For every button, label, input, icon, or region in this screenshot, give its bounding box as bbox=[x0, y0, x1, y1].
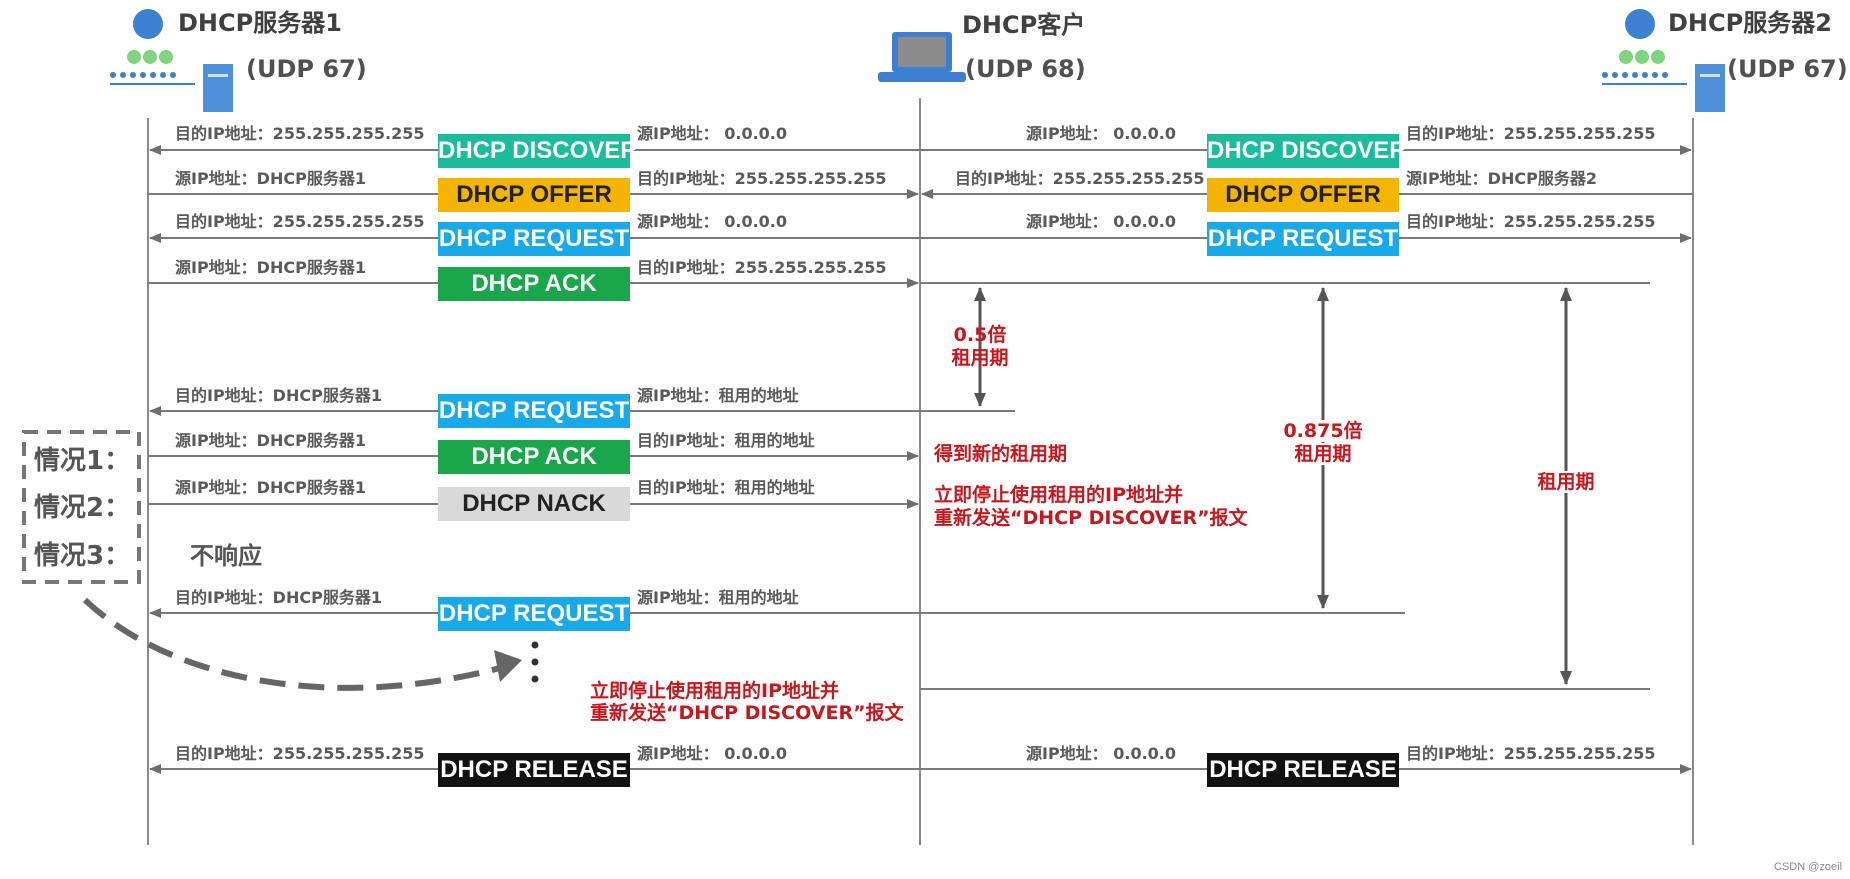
laptop-icon bbox=[878, 32, 966, 82]
credit-text: CSDN @zoeil bbox=[1774, 861, 1843, 873]
dst-leased-label: 目的IP地址：租用的地址 bbox=[637, 478, 815, 497]
server1-network-icon bbox=[110, 9, 233, 112]
ack-message: DHCP ACK bbox=[438, 267, 630, 301]
case3-curved-arrow bbox=[82, 597, 501, 691]
src-leased-label: 源IP地址：租用的地址 bbox=[637, 588, 799, 607]
request-message: DHCP REQUEST bbox=[1207, 222, 1399, 256]
server1-title: DHCP服务器1 bbox=[178, 9, 342, 37]
stop-note-line1: 立即停止使用租用的IP地址并 bbox=[934, 484, 1183, 506]
server2-title: DHCP服务器2 bbox=[1668, 9, 1832, 37]
dst-broadcast-label: 目的IP地址：255.255.255.255 bbox=[175, 124, 425, 143]
offer-message: DHCP OFFER bbox=[438, 178, 630, 212]
case3-label: 情况3： bbox=[34, 541, 131, 571]
server1-port: (UDP 67) bbox=[246, 55, 367, 83]
dst-server1-label: 目的IP地址：DHCP服务器1 bbox=[175, 588, 382, 607]
dst-broadcast-label: 目的IP地址：255.255.255.255 bbox=[955, 169, 1205, 188]
src-server1-label: 源IP地址：DHCP服务器1 bbox=[175, 478, 366, 497]
client-port: (UDP 68) bbox=[965, 55, 1086, 83]
dst-broadcast-label: 目的IP地址：255.255.255.255 bbox=[175, 744, 425, 763]
dst-server1-label: 目的IP地址：DHCP服务器1 bbox=[175, 386, 382, 405]
server2-network-icon bbox=[1602, 9, 1725, 112]
new-lease-note: 得到新的租用期 bbox=[934, 443, 1068, 465]
src-zero-label: 源IP地址： 0.0.0.0 bbox=[637, 124, 788, 143]
rebind-request-message: DHCP REQUEST bbox=[438, 597, 630, 631]
src-server1-label: 源IP地址：DHCP服务器1 bbox=[175, 258, 366, 277]
src-leased-label: 源IP地址：租用的地址 bbox=[637, 386, 799, 405]
src-server2-label: 源IP地址：DHCP服务器2 bbox=[1406, 169, 1597, 188]
wait-dot bbox=[531, 658, 539, 666]
stop2-note-line2: 重新发送“DHCP DISCOVER”报文 bbox=[590, 702, 904, 724]
src-zero-label: 源IP地址： 0.0.0.0 bbox=[1026, 124, 1177, 143]
t875-label-1: 0.875倍 bbox=[1268, 420, 1378, 442]
stop2-note-line1: 立即停止使用租用的IP地址并 bbox=[590, 680, 839, 702]
full-lease-label: 租用期 bbox=[1521, 471, 1611, 493]
dst-broadcast-label: 目的IP地址：255.255.255.255 bbox=[175, 212, 425, 231]
half-lease-label-2: 租用期 bbox=[951, 347, 1009, 369]
src-zero-label: 源IP地址： 0.0.0.0 bbox=[1026, 744, 1177, 763]
src-zero-label: 源IP地址： 0.0.0.0 bbox=[1026, 212, 1177, 231]
wait-dot bbox=[531, 675, 539, 683]
src-zero-label: 源IP地址： 0.0.0.0 bbox=[637, 212, 788, 231]
src-server1-label: 源IP地址：DHCP服务器1 bbox=[175, 169, 366, 188]
dst-broadcast-label: 目的IP地址：255.255.255.255 bbox=[637, 258, 887, 277]
dst-broadcast-label: 目的IP地址：255.255.255.255 bbox=[637, 169, 887, 188]
case2-label: 情况2： bbox=[34, 493, 131, 523]
half-lease-label-1: 0.5倍 bbox=[953, 324, 1007, 346]
offer-message: DHCP OFFER bbox=[1207, 178, 1399, 212]
request-message: DHCP REQUEST bbox=[438, 222, 630, 256]
renew-request-message: DHCP REQUEST bbox=[438, 394, 630, 428]
client-title: DHCP客户 bbox=[962, 11, 1086, 39]
release-message: DHCP RELEASE bbox=[1207, 753, 1399, 787]
server2-port: (UDP 67) bbox=[1727, 55, 1848, 83]
case2-nack-message: DHCP NACK bbox=[438, 487, 630, 521]
wait-dot bbox=[531, 641, 539, 649]
no-response-label: 不响应 bbox=[190, 542, 262, 570]
discover-message: DHCP DISCOVER bbox=[1207, 134, 1407, 168]
dst-leased-label: 目的IP地址：租用的地址 bbox=[637, 431, 815, 450]
src-server1-label: 源IP地址：DHCP服务器1 bbox=[175, 431, 366, 450]
case1-ack-message: DHCP ACK bbox=[438, 440, 630, 474]
src-zero-label: 源IP地址： 0.0.0.0 bbox=[637, 744, 788, 763]
case3-arrow-head bbox=[494, 650, 522, 682]
t875-label-2: 租用期 bbox=[1268, 443, 1378, 465]
dst-broadcast-label: 目的IP地址：255.255.255.255 bbox=[1406, 744, 1656, 763]
dst-broadcast-label: 目的IP地址：255.255.255.255 bbox=[1406, 124, 1656, 143]
release-message: DHCP RELEASE bbox=[438, 753, 630, 787]
discover-message: DHCP DISCOVER bbox=[438, 134, 638, 168]
stop-note-line2: 重新发送“DHCP DISCOVER”报文 bbox=[934, 507, 1248, 529]
dst-broadcast-label: 目的IP地址：255.255.255.255 bbox=[1406, 212, 1656, 231]
case1-label: 情况1： bbox=[34, 446, 131, 476]
cases-dashed-box bbox=[22, 430, 141, 584]
